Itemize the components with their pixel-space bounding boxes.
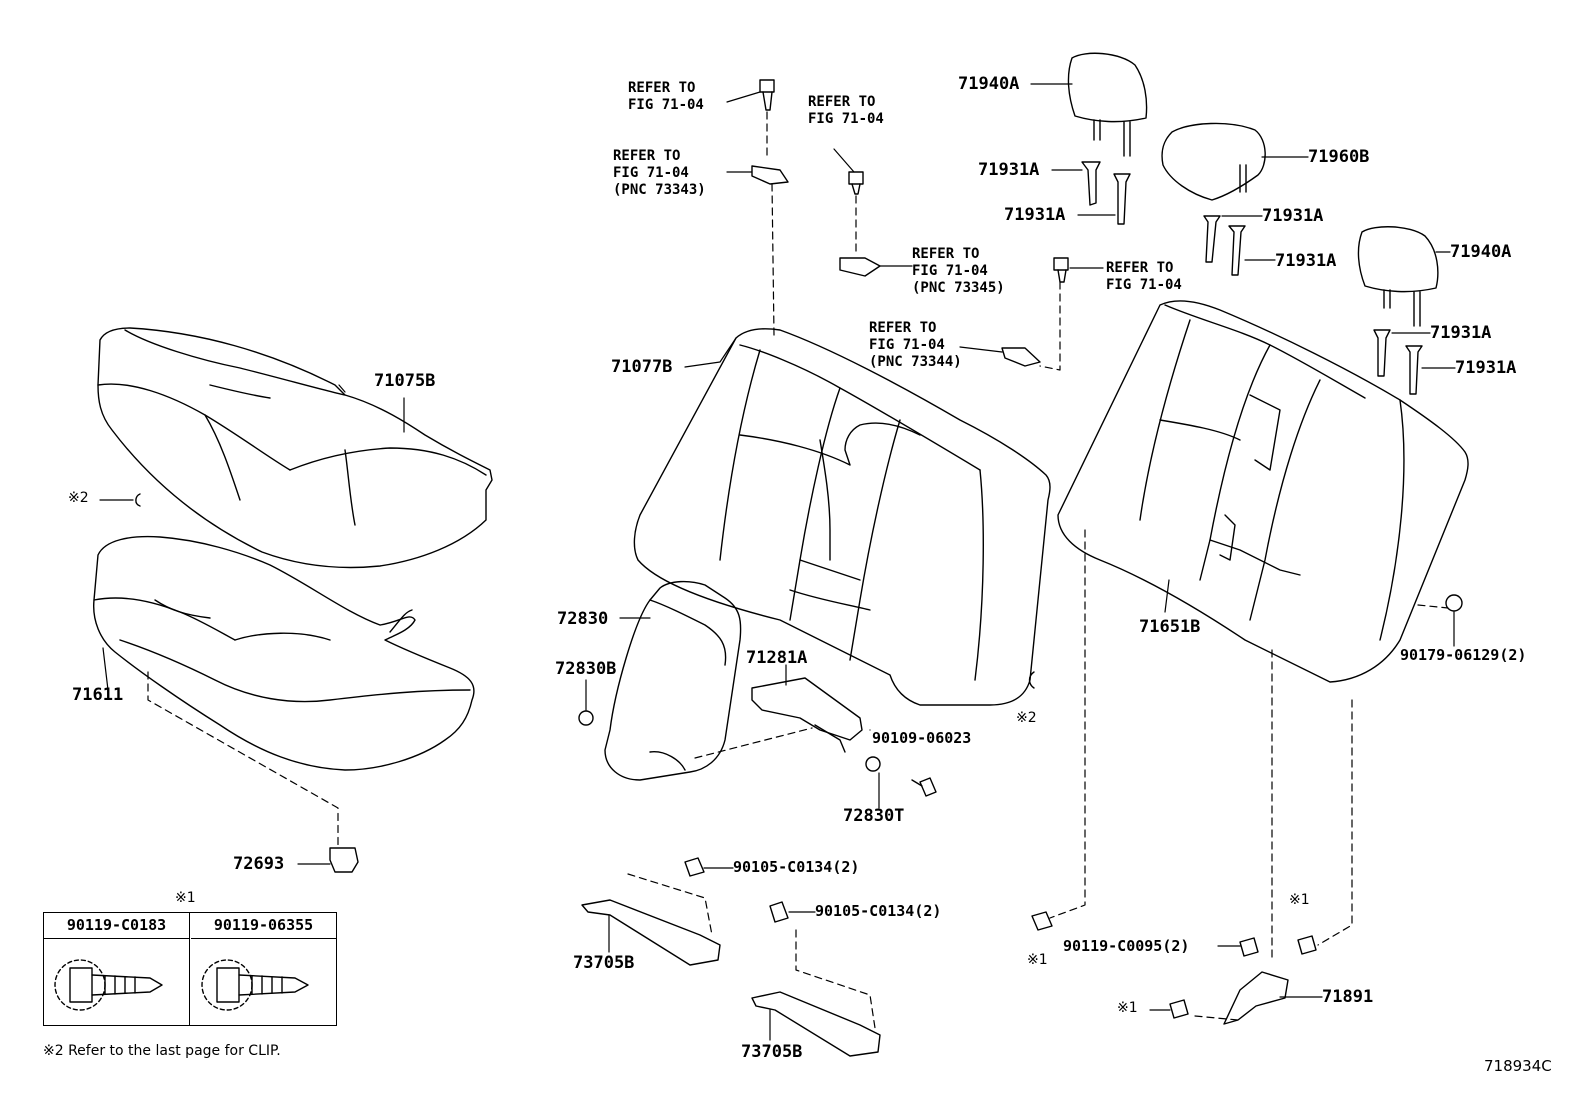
legend-col1-header: 90119-C0183 xyxy=(44,913,189,939)
mark-x1-a: ※1 xyxy=(1027,952,1048,968)
callout-71611: 71611 xyxy=(72,685,124,705)
callout-71075B: 71075B xyxy=(374,371,436,391)
mark-x1-b: ※1 xyxy=(1289,892,1310,908)
callout-71651B: 71651B xyxy=(1139,617,1201,637)
hardware-illustrations xyxy=(135,79,1463,1057)
dashed-assembly-lines xyxy=(147,111,1449,1029)
headrest-71960B-illustration xyxy=(1161,122,1266,201)
callout-73705B-a: 73705B xyxy=(573,953,635,973)
reference-note-2: REFER TO FIG 71-04 xyxy=(808,94,884,127)
callout-90105-C0134-b: 90105-C0134(2) xyxy=(815,902,942,920)
callout-72830T: 72830T xyxy=(843,806,905,826)
reference-note-5: REFER TO FIG 71-04 xyxy=(1106,260,1182,293)
reference-note-1: REFER TO FIG 71-04 xyxy=(628,80,704,113)
callout-72693: 72693 xyxy=(233,854,285,874)
callout-71891: 71891 xyxy=(1322,987,1374,1007)
seat-cushion-cover-illustration xyxy=(97,327,493,569)
seatback-cover-illustration xyxy=(1057,300,1469,683)
reference-note-3: REFER TO FIG 71-04 (PNC 73343) xyxy=(613,148,706,198)
mark-x1-c: ※1 xyxy=(1117,1000,1138,1016)
fastener-legend-table: 90119-C0183 90119-06355 xyxy=(43,912,337,1026)
callout-71931A-3: 71931A xyxy=(1262,206,1324,226)
mark-x1-legend: ※1 xyxy=(175,890,196,906)
mark-x2-mid: ※2 xyxy=(1016,710,1037,726)
callout-71931A-2: 71931A xyxy=(1004,205,1066,225)
legend-col2-header: 90119-06355 xyxy=(191,913,336,939)
callout-73705B-b: 73705B xyxy=(741,1042,803,1062)
callout-71931A-6: 71931A xyxy=(1455,358,1517,378)
callout-71931A-4: 71931A xyxy=(1275,251,1337,271)
callout-90109-06023: 90109-06023 xyxy=(872,729,972,747)
seatback-pad-illustration xyxy=(633,328,1051,706)
callout-90105-C0134-a: 90105-C0134(2) xyxy=(733,858,860,876)
callout-71940A-top: 71940A xyxy=(958,74,1020,94)
callout-90179-06129: 90179-06129(2) xyxy=(1400,646,1527,664)
callout-71940A-right: 71940A xyxy=(1450,242,1512,262)
reference-note-4: REFER TO FIG 71-04 (PNC 73345) xyxy=(912,246,1005,296)
callout-71960B: 71960B xyxy=(1308,147,1370,167)
seat-cushion-pad-illustration xyxy=(93,535,475,771)
leader-lines xyxy=(99,83,1456,1041)
armrest-illustration xyxy=(604,580,742,781)
footnote: ※2 Refer to the last page for CLIP. xyxy=(43,1043,281,1059)
callout-71931A-1: 71931A xyxy=(978,160,1040,180)
callout-72830B: 72830B xyxy=(555,659,617,679)
headrest-71940A-top-illustration xyxy=(1067,52,1148,157)
callout-90119-C0095: 90119-C0095(2) xyxy=(1063,937,1190,955)
headrest-71940A-right-illustration xyxy=(1357,226,1439,327)
callout-71281A: 71281A xyxy=(746,648,808,668)
callout-71931A-5: 71931A xyxy=(1430,323,1492,343)
callout-71077B: 71077B xyxy=(611,357,673,377)
legend-divider xyxy=(189,913,190,1025)
reference-note-6: REFER TO FIG 71-04 (PNC 73344) xyxy=(869,320,962,370)
callout-72830: 72830 xyxy=(557,609,609,629)
mark-x2-left: ※2 xyxy=(68,490,89,506)
legend-fastener-illustrations xyxy=(54,959,309,1011)
headrest-supports-illustration xyxy=(1081,161,1423,395)
diagram-id: 718934C xyxy=(1484,1057,1552,1075)
